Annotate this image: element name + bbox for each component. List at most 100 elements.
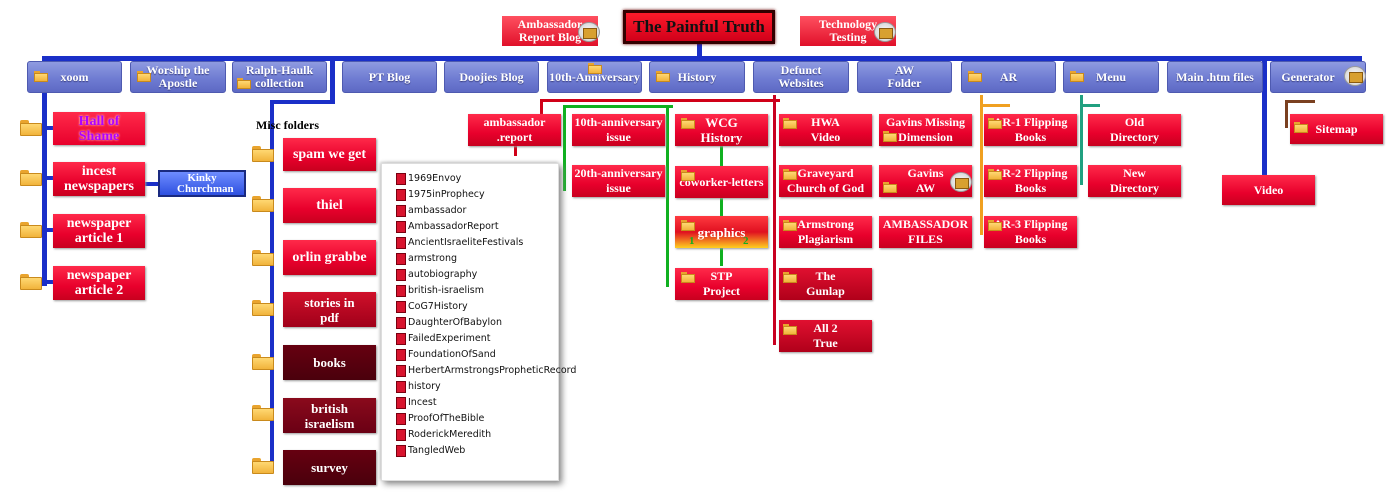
file-item[interactable]: armstrong [396, 251, 457, 266]
file-item[interactable]: 1975inProphecy [396, 187, 485, 202]
graphics-button[interactable]: graphics 1 2 [675, 216, 768, 248]
video-button[interactable]: Video [1222, 175, 1315, 205]
all-2-true-button[interactable]: All 2 True [779, 320, 872, 352]
spam-we-get-button[interactable]: spam we get [283, 138, 376, 171]
stp-project-button[interactable]: STP Project [675, 268, 768, 300]
folder-icon [681, 170, 695, 181]
file-item[interactable]: AmbassadorReport [396, 219, 499, 234]
file-name: FoundationOfSand [408, 349, 496, 360]
folder-icon [1070, 71, 1084, 82]
ambassador-report-button[interactable]: ambassador .report [468, 114, 561, 146]
hall-of-shame-button[interactable]: Hall of Shame [53, 112, 145, 145]
nav-worship-the-apostle[interactable]: Worship the Apostle [130, 61, 226, 93]
nav-xoom[interactable]: xoom [27, 61, 122, 93]
file-item[interactable]: FailedExperiment [396, 331, 490, 346]
nav-menu-label: Menu [1096, 69, 1126, 84]
folder-icon [252, 300, 274, 316]
file-name: 1969Envoy [408, 173, 462, 184]
file-item[interactable]: Incest [396, 395, 437, 410]
folder-icon [1294, 122, 1308, 133]
nav-10th-anniversary[interactable]: 10th-Anniversary [547, 61, 642, 93]
file-item[interactable]: FoundationOfSand [396, 347, 496, 362]
nav-aw-folder[interactable]: AW Folder [857, 61, 952, 93]
old-directory-button[interactable]: Old Directory [1088, 114, 1181, 146]
sitemap-button[interactable]: Sitemap [1290, 114, 1383, 144]
nav-xoom-label: xoom [60, 69, 89, 84]
page-title[interactable]: The Painful Truth [623, 10, 775, 44]
gavins-missing-label: Gavins Missing Dimension [885, 115, 966, 144]
20th-anniversary-issue-button[interactable]: 20th-anniversary issue [572, 165, 665, 197]
pdf-icon [396, 188, 406, 201]
nav-doojies-blog[interactable]: Doojies Blog [444, 61, 539, 93]
ar-2-flipping-books-button[interactable]: AR-2 Flipping Books [984, 165, 1077, 197]
stories-label: stories in pdf [304, 294, 355, 325]
survey-button[interactable]: survey [283, 450, 376, 485]
folder-gear-icon [874, 22, 896, 42]
thiel-button[interactable]: thiel [283, 188, 376, 223]
newspaper-article-1-button[interactable]: newspaper article 1 [53, 214, 145, 248]
file-name: CoG7History [408, 301, 468, 312]
newspaper-article-2-button[interactable]: newspaper article 2 [53, 266, 145, 300]
folder-gear-icon [1344, 66, 1366, 86]
nav-ar[interactable]: AR [961, 61, 1056, 93]
gavins-missing-dimension-button[interactable]: Gavins Missing Dimension [879, 114, 972, 146]
survey-label: survey [311, 460, 348, 475]
hwa-video-button[interactable]: HWA Video [779, 114, 872, 146]
10th-anniversary-issue-button[interactable]: 10th-anniversary issue [572, 114, 665, 146]
file-item[interactable]: ambassador [396, 203, 466, 218]
file-item[interactable]: HerbertArmstrongsPropheticRecord [396, 363, 576, 378]
british-label: british israelism [304, 400, 355, 431]
incest-newspapers-button[interactable]: incest newspapers [53, 162, 145, 196]
graveyard-church-of-god-button[interactable]: Graveyard Church of God [779, 165, 872, 197]
file-item[interactable]: CoG7History [396, 299, 468, 314]
kinky-churchman-button[interactable]: Kinky Churchman [158, 170, 246, 197]
nav-pt-blog[interactable]: PT Blog [342, 61, 437, 93]
ambassador-files-button[interactable]: AMBASSADOR FILES [879, 216, 972, 248]
misc-folders-label: Misc folders [256, 118, 319, 132]
coworker-letters-button[interactable]: coworker-letters [675, 166, 768, 198]
nav-ralph-haulk-collection[interactable]: Ralph-Haulk collection [232, 61, 327, 93]
books-button[interactable]: books [283, 345, 376, 380]
folder-icon [988, 118, 1002, 129]
nav-menu[interactable]: Menu [1063, 61, 1159, 93]
pdf-icon [396, 204, 406, 217]
pdf-icon [396, 380, 406, 393]
folder-gear-icon [578, 22, 600, 42]
nav-pt-blog-label: PT Blog [368, 69, 411, 84]
wcg-history-button[interactable]: WCG History [675, 114, 768, 146]
file-item[interactable]: TangledWeb [396, 443, 465, 458]
pdf-icon [396, 396, 406, 409]
nav-defunct-websites[interactable]: Defunct Websites [753, 61, 849, 93]
file-item[interactable]: history [396, 379, 441, 394]
file-name: HerbertArmstrongsPropheticRecord [408, 365, 577, 376]
nav-history[interactable]: History [649, 61, 745, 93]
armstrong-plagiarism-button[interactable]: Armstrong Plagiarism [779, 216, 872, 248]
file-item[interactable]: DaughterOfBabylon [396, 315, 502, 330]
orlin-grabbe-button[interactable]: orlin grabbe [283, 240, 376, 275]
thiel-label: thiel [316, 198, 343, 213]
ar-3-flipping-books-button[interactable]: AR-3 Flipping Books [984, 216, 1077, 248]
file-item[interactable]: autobiography [396, 267, 477, 282]
coworker-letters-label: coworker-letters [679, 174, 764, 189]
the-gunlap-button[interactable]: The Gunlap [779, 268, 872, 300]
ar-3-label: AR-3 Flipping Books [993, 217, 1068, 246]
pdf-icon [396, 364, 406, 377]
folder-icon [252, 250, 274, 266]
new-directory-button[interactable]: New Directory [1088, 165, 1181, 197]
file-item[interactable]: RoderickMeredith [396, 427, 491, 442]
nav-main-htm-files[interactable]: Main .htm files [1167, 61, 1263, 93]
pdf-icon [396, 252, 406, 265]
ar-1-flipping-books-button[interactable]: AR-1 Flipping Books [984, 114, 1077, 146]
file-item[interactable]: ProofOfTheBible [396, 411, 484, 426]
file-item[interactable]: 1969Envoy [396, 171, 461, 186]
folder-icon [20, 120, 42, 136]
file-name: 1975inProphecy [408, 189, 485, 200]
file-item[interactable]: british-israelism [396, 283, 484, 298]
file-item[interactable]: AncientIsraeliteFestivals [396, 235, 523, 250]
british-israelism-button[interactable]: british israelism [283, 398, 376, 433]
stories-in-pdf-button[interactable]: stories in pdf [283, 292, 376, 327]
file-name: ambassador [408, 205, 467, 216]
folder-icon [681, 272, 695, 283]
spam-label: spam we get [292, 147, 367, 162]
technology-testing-label: Technology Testing [818, 17, 878, 44]
